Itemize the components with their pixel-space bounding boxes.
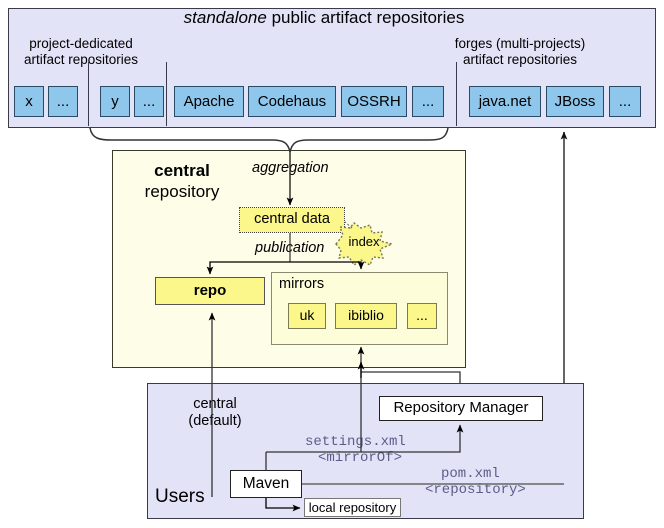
central-repository-title: central repository	[122, 160, 242, 202]
local-repository-node: local repository	[304, 498, 401, 517]
panel-divider	[166, 62, 168, 126]
publication-label: publication	[255, 240, 325, 256]
standalone-panel-title-rest: public artifact repositories	[266, 8, 465, 27]
repository-chip: y	[100, 86, 130, 117]
central-data-node: central data	[239, 207, 345, 233]
settings-xml-label: settings.xml	[305, 434, 406, 450]
maven-node: Maven	[230, 470, 302, 498]
mirrors-label: mirrors	[279, 276, 325, 292]
repository-chip: ...	[134, 86, 164, 117]
repository-chip: JBoss	[546, 86, 604, 117]
repository-chip: java.net	[469, 86, 541, 117]
standalone-panel-title-emphasis: standalone	[183, 8, 267, 27]
repository-chip: ...	[412, 86, 444, 117]
aggregation-label: aggregation	[252, 160, 329, 176]
mirror-of-label: <mirrorOf>	[318, 450, 403, 466]
repository-tag-label: <repository>	[425, 482, 526, 498]
repo-node: repo	[155, 277, 265, 305]
central-repository-title-bold: central	[154, 161, 210, 180]
repository-chip: Codehaus	[248, 86, 336, 117]
users-label: Users	[155, 486, 205, 507]
repository-chip: ...	[48, 86, 78, 117]
central-default-label: central (default)	[188, 396, 242, 429]
repository-chip: Apache	[174, 86, 244, 117]
standalone-panel-title: standalone public artifact repositories	[0, 8, 648, 28]
panel-divider	[456, 62, 458, 126]
repository-chip: ...	[609, 86, 641, 117]
pom-xml-label: pom.xml	[441, 466, 500, 482]
index-label: index	[348, 234, 380, 249]
central-repository-title-rest: repository	[144, 182, 220, 201]
mirror-chip-ibiblio: ibiblio	[335, 303, 397, 329]
forges-group-label: forges (multi-projects) artifact reposit…	[454, 36, 586, 67]
repository-chip: OSSRH	[341, 86, 407, 117]
mirror-chip-uk: uk	[288, 303, 326, 329]
repository-manager-node: Repository Manager	[379, 396, 543, 421]
repository-chip: x	[14, 86, 44, 117]
project-dedicated-group-label: project-dedicated artifact repositories	[23, 36, 139, 67]
mirror-chip-more: ...	[407, 303, 437, 329]
panel-divider	[88, 62, 90, 126]
